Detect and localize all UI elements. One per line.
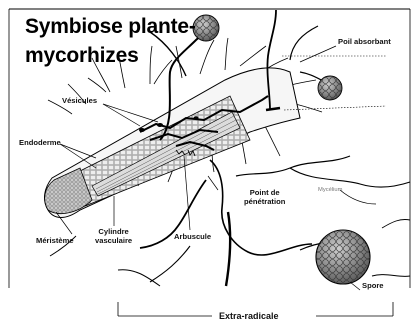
label-point-de-penetration: Point de pénétration (244, 189, 285, 206)
spore-large (316, 230, 370, 284)
label-poil-absorbant: Poil absorbant (338, 38, 391, 47)
title-line-2: mycorhizes (25, 45, 139, 67)
label-arbuscule: Arbuscule (174, 233, 211, 242)
label-meristeme: Méristème (36, 237, 74, 246)
label-mycelium: Mycélium (318, 186, 342, 195)
label-vesicules: Vésicules (62, 97, 97, 106)
label-extra-radicale: Extra-radicale (219, 312, 279, 321)
label-endoderme: Endoderme (19, 139, 61, 148)
label-spore: Spore (362, 282, 384, 291)
label-cylindre-vasculaire: Cylindre vasculaire (95, 228, 132, 245)
spore-right (318, 76, 342, 100)
title-line-1: Symbiose plante- (25, 16, 196, 38)
spore-top (193, 15, 219, 41)
